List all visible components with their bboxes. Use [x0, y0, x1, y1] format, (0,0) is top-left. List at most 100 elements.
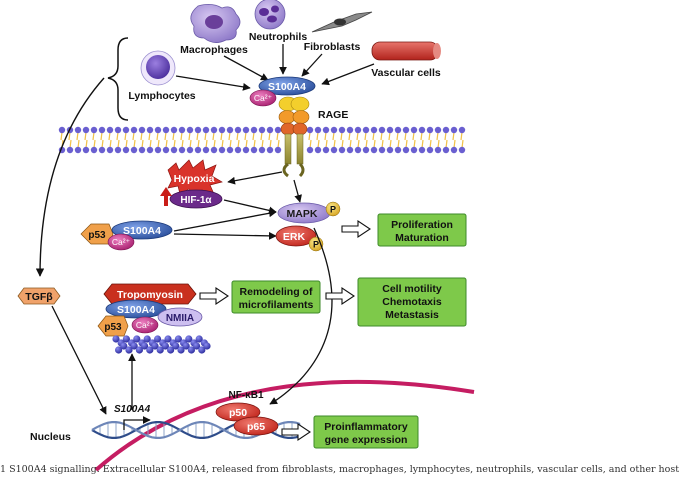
label-s100a4-lower: S100A4 [117, 304, 155, 316]
lipid-head [234, 126, 242, 134]
rage-receptor [278, 96, 310, 178]
lipid-head [130, 146, 138, 154]
label-rage: RAGE [318, 109, 348, 121]
arrow-tgfb-to-gene [51, 305, 107, 415]
label-erk: ERK [283, 231, 306, 243]
actin-bead [182, 342, 190, 350]
lipid-head [314, 126, 322, 134]
lipid-tail [316, 131, 319, 141]
label-hypoxia: Hypoxia [174, 173, 215, 185]
label-erk-p: P [313, 240, 319, 250]
lipid-tail [436, 131, 439, 141]
lipid-head [66, 146, 74, 154]
lipid-head [226, 126, 234, 134]
arrow-s100a4-to-erk [173, 231, 277, 240]
arrow-macrophage [223, 55, 269, 81]
lipid-tail [396, 131, 399, 141]
lipid-head [346, 146, 354, 154]
lipid-tail [373, 139, 376, 149]
lipid-tail [276, 131, 279, 141]
lipid-tail [124, 131, 127, 141]
lipid-head [258, 146, 266, 154]
lipid-head [178, 146, 186, 154]
lipid-tail [381, 139, 384, 149]
lipid-tail [444, 131, 447, 141]
lipid-tail [253, 139, 256, 149]
arrow-to-tgfb [35, 77, 105, 277]
label-neutrophils: Neutrophils [249, 31, 307, 43]
lipid-tail [308, 131, 311, 141]
lipid-head [410, 126, 418, 134]
lipid-tail [421, 139, 424, 149]
lipid-head [122, 126, 130, 134]
lipid-tail [372, 131, 375, 141]
lipid-head [362, 126, 370, 134]
actin-bead [115, 346, 123, 354]
ca2-label-lower: Ca²⁺ [136, 320, 155, 330]
actin-bead [135, 346, 143, 354]
label-fibroblasts: Fibroblasts [304, 41, 361, 53]
label-macrophages: Macrophages [180, 44, 248, 56]
actin-bead [187, 346, 195, 354]
actin-bead [154, 335, 162, 343]
lipid-tail [244, 131, 247, 141]
lipid-head [338, 126, 346, 134]
arrow-vascular [321, 63, 375, 86]
lipid-tail [180, 131, 183, 141]
outcome-proliferation-line1: Proliferation [391, 219, 453, 231]
lipid-tail [172, 131, 175, 141]
actin-bead [195, 335, 203, 343]
lipid-tail [149, 139, 152, 149]
lipid-tail [85, 139, 88, 149]
label-lymphocytes: Lymphocytes [128, 90, 195, 102]
lipid-head [426, 126, 434, 134]
lipid-tail [204, 131, 207, 141]
outcome-motility-line3: Metastasis [385, 309, 439, 321]
lipid-tail [165, 139, 168, 149]
lipid-head [402, 146, 410, 154]
lipid-tail [349, 139, 352, 149]
lipid-head [250, 146, 258, 154]
lipid-head [98, 126, 106, 134]
lipid-head [386, 126, 394, 134]
lipid-head [306, 146, 314, 154]
outcome-remodeling: Remodeling of microfilaments [231, 280, 321, 314]
lipid-head [210, 146, 218, 154]
actin-bead [125, 346, 133, 354]
label-p65: p65 [247, 421, 265, 433]
outcome-remodeling-line2: microfilaments [239, 299, 314, 311]
lipid-tail [196, 131, 199, 141]
outcome-motility: Cell motility Chemotaxis Metastasis [357, 277, 467, 327]
actin-bead [133, 335, 141, 343]
lipid-head [58, 126, 66, 134]
lipid-tail [317, 139, 320, 149]
lipid-head [450, 126, 458, 134]
lipid-tail [140, 131, 143, 141]
lipid-tail [141, 139, 144, 149]
nucleus-membrane [94, 379, 475, 472]
lipid-head [458, 126, 466, 134]
lipid-head [194, 146, 202, 154]
lipid-head [394, 126, 402, 134]
label-p53-lower: p53 [104, 322, 122, 333]
lipid-tail [84, 131, 87, 141]
lipid-head [266, 126, 274, 134]
lipid-tail [197, 139, 200, 149]
lipid-tail [461, 139, 464, 149]
lipid-head [402, 126, 410, 134]
arrow-rage-to-hypoxia [227, 171, 283, 185]
tgfb-node: TGFβ [17, 287, 61, 305]
s100a4-label-top: S100A4 [268, 81, 306, 93]
lipid-tail [101, 139, 104, 149]
hollow-arrow-proliferation [341, 219, 371, 239]
label-nucleus: Nucleus [30, 431, 71, 443]
lipid-tail [133, 139, 136, 149]
lipid-head [226, 146, 234, 154]
lipid-tail [68, 131, 71, 141]
arrow-fibroblast [301, 53, 323, 77]
lipid-tail [93, 139, 96, 149]
tropomyosin-complex: Tropomyosin S100A4 p53 Ca²⁺ NMIIA [97, 283, 203, 337]
lipid-tail [181, 139, 184, 149]
lipid-head [370, 126, 378, 134]
arrow-rage-to-mapk [293, 179, 302, 203]
